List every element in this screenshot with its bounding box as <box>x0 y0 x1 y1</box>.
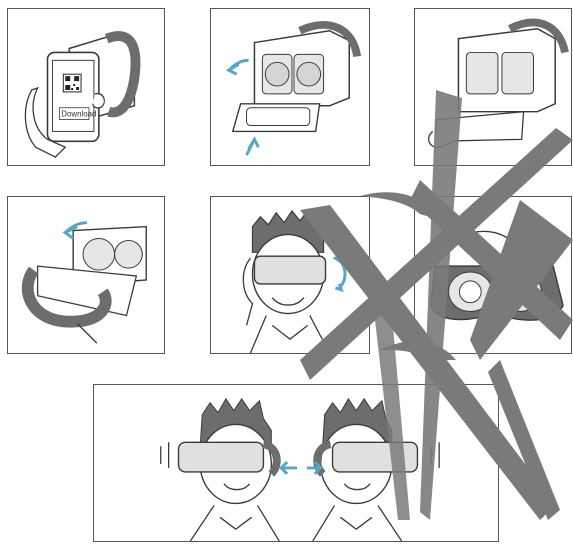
glance-illustration <box>94 385 498 541</box>
open-tray-illustration <box>211 9 369 165</box>
step-4-adjust-lens-panel <box>7 196 165 354</box>
left-head <box>161 399 297 541</box>
pivot-arrow-icon <box>335 254 345 290</box>
step-1-scan-qr-panel: Download <box>7 8 165 166</box>
left-turn-arrow-icon <box>281 462 297 474</box>
rotate-arrow-icon <box>229 60 249 74</box>
qr-code-icon <box>63 74 81 92</box>
step-5-wear-headset-panel <box>210 196 370 354</box>
close-tray-illustration <box>415 9 571 165</box>
wear-headset-illustration <box>211 197 369 353</box>
insert-arrow-icon <box>247 139 259 155</box>
scan-qr-illustration: Download <box>8 9 164 165</box>
step-7-glance-panel <box>93 384 499 542</box>
lens-view-illustration <box>415 197 571 353</box>
step-6-lens-view-panel <box>414 196 572 354</box>
step-2-open-tray-panel <box>210 8 370 166</box>
right-head <box>307 399 439 541</box>
download-label: Download <box>61 110 96 119</box>
step-3-close-tray-panel <box>414 8 572 166</box>
adjust-lens-illustration <box>8 197 164 353</box>
